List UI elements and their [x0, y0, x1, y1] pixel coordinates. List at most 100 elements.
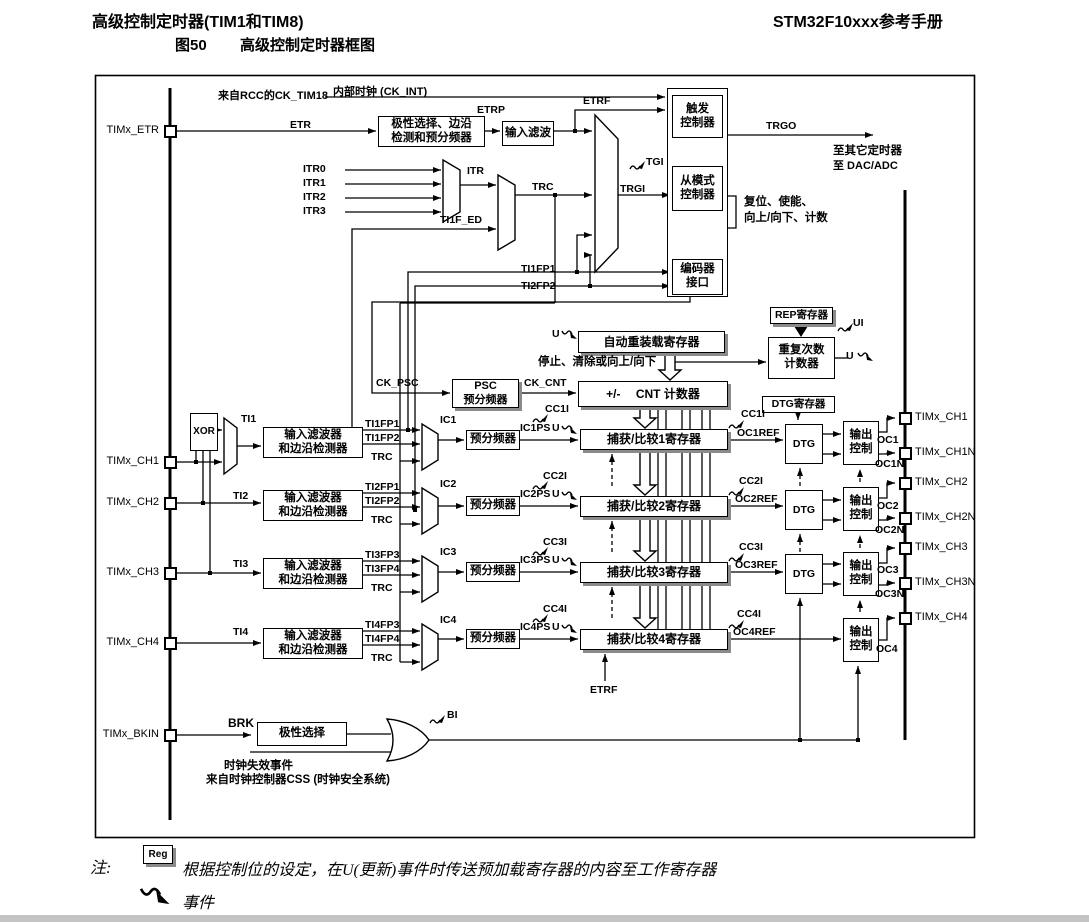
- box-dtg-register: DTG寄存器: [762, 396, 835, 413]
- lbl-ic4ps: IC4PS: [520, 621, 551, 633]
- lbl-u-ch2: U: [552, 488, 560, 500]
- lbl-cc1i-right: CC1I: [741, 408, 765, 420]
- lbl-ti2fp2-top: TI2FP2: [521, 280, 556, 292]
- pin-timx-ch3-right: [899, 542, 912, 555]
- lbl-ti1: TI1: [241, 413, 257, 425]
- trgi-mux: [594, 113, 619, 274]
- box-cnt-counter: +/- CNT 计数器: [578, 381, 728, 407]
- lbl-updown-count: 向上/向下、计数: [744, 212, 828, 224]
- lbl-oc4ref: OC4REF: [733, 626, 776, 638]
- lbl-u-repeat: U: [846, 350, 854, 362]
- page-header-right: STM32F10xxx参考手册: [773, 14, 943, 31]
- lbl-u-autoreload: U: [552, 328, 560, 340]
- lbl-ti3fp3: TI3FP3: [365, 549, 400, 561]
- lbl-ti1fp1: TI1FP1: [365, 418, 400, 430]
- lbl-ti2fp2: TI2FP2: [365, 495, 400, 507]
- ui-event-arrow: [837, 322, 854, 332]
- pin-timx-ch2n-label: TIMx_CH2N: [915, 511, 976, 523]
- lbl-itr3: ITR3: [303, 205, 326, 217]
- box-prescaler-ch1: 预分频器: [466, 430, 520, 450]
- lbl-tgi: TGI: [646, 156, 664, 168]
- lbl-oc4: OC4: [876, 643, 898, 655]
- lbl-oc1: OC1: [877, 434, 899, 446]
- box-input-filter-ch3: 输入滤波器和边沿检测器: [263, 558, 363, 589]
- ic4-mux: [421, 622, 439, 672]
- lbl-trgi: TRGI: [620, 183, 646, 195]
- diagram-frame: [94, 74, 976, 839]
- lbl-ui: UI: [853, 317, 864, 329]
- pin-timx-ch4-right-label: TIMx_CH4: [915, 611, 968, 623]
- lbl-oc3n: OC3N: [875, 588, 905, 600]
- box-output-control-ch1: 输出控制: [843, 421, 879, 465]
- lbl-cc4i-right: CC4I: [737, 608, 761, 620]
- lbl-trc-ch1: TRC: [371, 451, 393, 463]
- ic2-mux: [421, 486, 439, 536]
- pin-timx-ch1-right-label: TIMx_CH1: [915, 411, 968, 423]
- box-input-filter-ch2: 输入滤波器和边沿检测器: [263, 490, 363, 521]
- box-output-control-ch2: 输出控制: [843, 487, 879, 531]
- pin-timx-ch4-right: [899, 612, 912, 625]
- pin-timx-ch3-right-label: TIMx_CH3: [915, 541, 968, 553]
- lbl-trc-ch3: TRC: [371, 582, 393, 594]
- pin-timx-etr: [164, 125, 177, 138]
- hollow-arrows: [632, 352, 683, 629]
- lbl-brk: BRK: [228, 716, 254, 730]
- lbl-etrp: ETRP: [477, 104, 506, 116]
- box-brk-polarity: 极性选择: [257, 722, 347, 746]
- pin-timx-ch1n: [899, 447, 912, 460]
- lbl-oc3: OC3: [877, 564, 899, 576]
- lbl-ic3: IC3: [440, 546, 457, 558]
- lbl-internal-clock: 内部时钟 (CK_INT): [333, 86, 428, 98]
- pin-timx-ch2-left: [164, 497, 177, 510]
- pin-timx-ch1-left-label: TIMx_CH1: [106, 455, 159, 467]
- lbl-ti3: TI3: [233, 558, 249, 570]
- lbl-stop-clear: 停止、清除或向上/向下: [538, 356, 657, 368]
- lbl-cc4i-left: CC4I: [543, 603, 567, 615]
- box-capture-compare-2: 捕获/比较2寄存器: [580, 496, 728, 517]
- lbl-oc2ref: OC2REF: [735, 493, 778, 505]
- figure-label: 图50: [175, 37, 207, 54]
- bi-event-arrow: [429, 714, 446, 724]
- lbl-to-dac-adc: 至 DAC/ADC: [833, 160, 898, 172]
- u-ch3-event-arrow: [561, 557, 578, 567]
- box-prescaler-ch4: 预分频器: [466, 629, 520, 649]
- lbl-etrf-bottom: ETRF: [590, 684, 618, 696]
- page-bottom-edge: [0, 915, 1089, 922]
- lbl-ti4fp4: TI4FP4: [365, 633, 400, 645]
- lbl-u-ch4: U: [552, 621, 560, 633]
- lbl-u-ch1: U: [552, 422, 560, 434]
- pin-timx-ch2-left-label: TIMx_CH2: [106, 496, 159, 508]
- lbl-itr0: ITR0: [303, 163, 326, 175]
- cc1i-left-event-arrow: [532, 413, 549, 423]
- lbl-oc3ref: OC3REF: [735, 559, 778, 571]
- pin-timx-etr-label: TIMx_ETR: [106, 124, 159, 136]
- lbl-ck-psc: CK_PSC: [376, 377, 419, 389]
- pin-timx-bkin-label: TIMx_BKIN: [102, 728, 159, 740]
- pin-timx-bkin: [164, 729, 177, 742]
- pin-timx-ch3n-label: TIMx_CH3N: [915, 576, 976, 588]
- lbl-ti1f-ed: TI1F_ED: [440, 214, 483, 226]
- lbl-oc1ref: OC1REF: [737, 427, 780, 439]
- note-event-arrow: [139, 887, 171, 906]
- lbl-trc-ch2: TRC: [371, 514, 393, 526]
- lbl-ic2: IC2: [440, 478, 457, 490]
- ti1-mux: [223, 416, 238, 476]
- lbl-ic3ps: IC3PS: [520, 554, 551, 566]
- box-input-filter-ch1: 输入滤波器和边沿检测器: [263, 427, 363, 458]
- lbl-trc-ch4: TRC: [371, 652, 393, 664]
- box-slave-mode-controller: 从模式控制器: [672, 166, 723, 211]
- lbl-ic1ps: IC1PS: [520, 422, 551, 434]
- lbl-bi: BI: [447, 709, 458, 721]
- lbl-ti4: TI4: [233, 626, 249, 638]
- lbl-oc2: OC2: [877, 500, 899, 512]
- ic1-mux: [421, 422, 439, 472]
- lbl-clock-failure: 时钟失效事件: [224, 760, 293, 772]
- box-trigger-controller: 触发控制器: [672, 95, 723, 138]
- lbl-cc2i-right: CC2I: [739, 475, 763, 487]
- lbl-ti2fp1: TI2FP1: [365, 481, 400, 493]
- lbl-etr: ETR: [290, 119, 311, 131]
- rep-arrow: [794, 326, 808, 337]
- box-xor: XOR: [190, 413, 218, 451]
- lbl-itr2: ITR2: [303, 191, 326, 203]
- lbl-ck-cnt: CK_CNT: [524, 377, 567, 389]
